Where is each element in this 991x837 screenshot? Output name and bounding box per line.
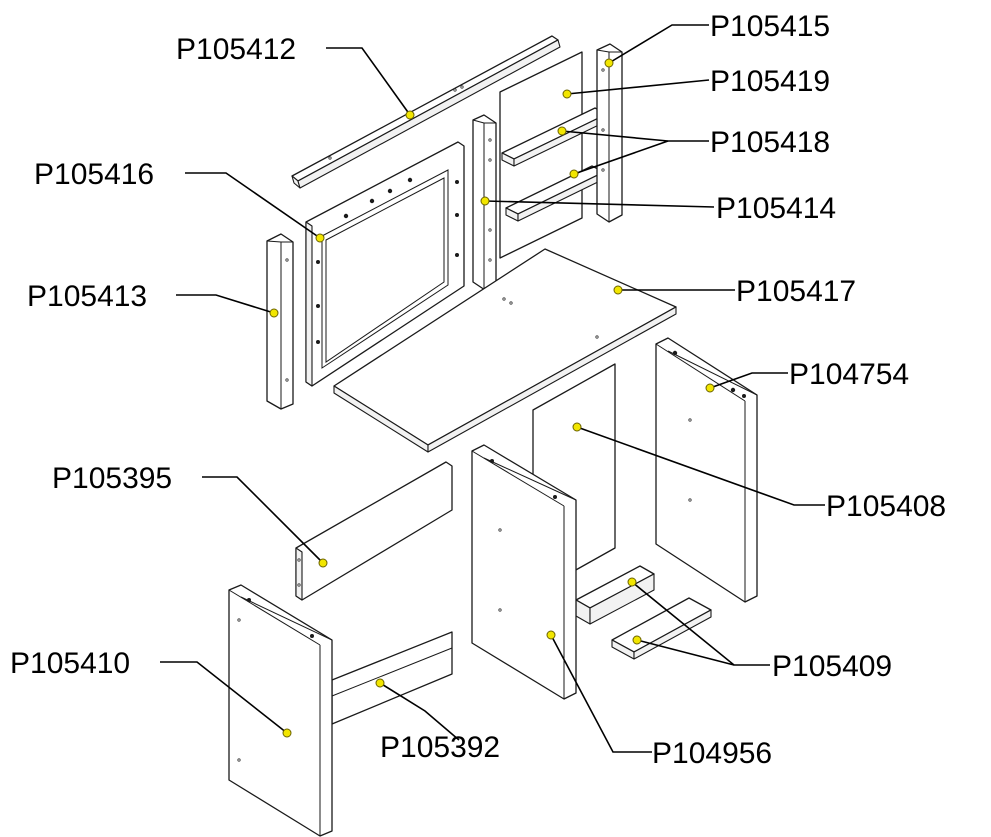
part-p105413-left-upright [266, 233, 294, 410]
part-markers [269, 58, 715, 738]
leader-p105410 [160, 661, 288, 734]
leader-p105414 [484, 200, 715, 208]
marker-p105417 [613, 285, 623, 295]
label-p105395: P105395 [52, 462, 172, 495]
label-p105419: P105419 [710, 65, 830, 98]
marker-p104754 [705, 383, 715, 393]
part-p105410-left-side [228, 584, 333, 837]
marker-p105408 [572, 422, 582, 432]
leader-p105415 [608, 24, 709, 64]
marker-p105414 [480, 196, 490, 206]
leader-p105416 [185, 172, 321, 239]
part-p105416-frame-panel [305, 141, 465, 387]
label-p105413: P105413 [27, 280, 147, 313]
part-p104754-right-side [655, 337, 758, 603]
marker-p105413 [269, 308, 279, 318]
label-p104956: P104956 [652, 737, 772, 770]
part-p105395-back-rail [295, 461, 453, 601]
marker-p105418a [557, 126, 567, 136]
leader-p105392 [379, 682, 460, 741]
part-p105392-front-rail [331, 631, 453, 725]
part-p105412-top-board [291, 35, 561, 189]
leader-p104754 [709, 372, 788, 389]
part-p105409-stretcher-front [611, 597, 712, 660]
marker-p105418b [569, 169, 579, 179]
leader-p105413 [176, 294, 275, 314]
leader-p105418a [561, 130, 709, 142]
marker-p104956 [546, 630, 556, 640]
marker-p105392 [375, 678, 385, 688]
leader-p105409b [636, 639, 735, 666]
leader-lines [160, 24, 825, 753]
leader-p104956 [550, 634, 652, 753]
marker-p105410 [282, 728, 292, 738]
label-p105417: P105417 [736, 275, 856, 308]
marker-p105409a [627, 577, 637, 587]
label-p105410: P105410 [10, 647, 130, 680]
marker-p105419 [562, 89, 572, 99]
label-p104754: P104754 [789, 358, 909, 391]
label-p105408: P105408 [826, 490, 946, 523]
label-p105418: P105418 [710, 126, 830, 159]
label-p105416: P105416 [34, 158, 154, 191]
leader-p105395 [202, 476, 324, 564]
leader-p105419 [566, 79, 710, 95]
label-p105415: P105415 [710, 10, 830, 43]
leader-p105418b [573, 140, 669, 175]
label-p105392: P105392 [380, 731, 500, 764]
marker-p105395 [318, 558, 328, 568]
part-p105415-right-upright [596, 43, 623, 223]
leader-p105412 [326, 47, 411, 116]
marker-p105416 [315, 233, 325, 243]
label-p105414: P105414 [716, 192, 836, 225]
marker-p105412 [405, 110, 415, 120]
marker-p105415 [604, 58, 614, 68]
label-p105409: P105409 [772, 650, 892, 683]
part-labels: P105412 P105415 P105419 P105418 P105416 … [10, 10, 946, 770]
label-p105412: P105412 [176, 33, 296, 66]
part-p105409-stretcher-back [575, 565, 655, 625]
part-p105417-desk-top [333, 248, 677, 453]
leader-p105408 [576, 426, 825, 506]
marker-p105409b [632, 635, 642, 645]
